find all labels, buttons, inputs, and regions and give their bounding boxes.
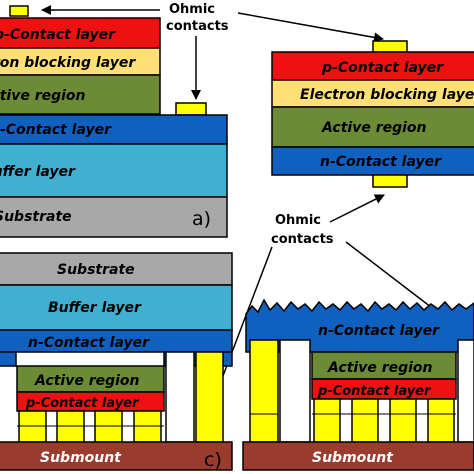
panel-c-n-pad: [195, 351, 224, 443]
panel-c-n-contact-label: n-Contact layer: [28, 335, 150, 351]
panel-d-right-gap: [457, 339, 474, 443]
panel-a-buffer-label: Buffer layer: [0, 164, 76, 180]
panel-c-p-contact-layer: [16, 391, 165, 412]
panel-d-submount-label: Submount: [312, 450, 394, 466]
panel-c-substrate: [0, 252, 233, 286]
panel-c-p-contact-label: p-Contact layer: [25, 396, 140, 411]
panel-d-bump-4: [427, 398, 455, 443]
arrow-to-panel-b-bottom-pad: [329, 194, 385, 223]
panel-c-n-contact-layer: [0, 329, 233, 353]
panel-d-n-pad: [249, 339, 279, 443]
panel-a-active-region: [0, 74, 161, 115]
panel-d: n-Contact layer Active region p-Contact …: [242, 298, 474, 471]
ohmic-top-line2: contacts: [166, 19, 229, 34]
panel-a-n-contact-label: n-Contact layer: [0, 122, 112, 138]
panel-c: Substrate Buffer layer n-Contact layer A…: [0, 252, 233, 471]
panel-c-substrate-label: Substrate: [57, 262, 135, 278]
panel-c-buffer-layer: [0, 284, 233, 331]
panel-a-electron-blocking-layer: [0, 47, 161, 76]
panel-b-top-pad: [372, 40, 408, 53]
ohmic-contacts-mid-annotation: Ohmic contacts: [208, 194, 474, 411]
panel-a-active-label: Active region: [0, 88, 86, 104]
panel-c-submount-label: Submount: [40, 450, 122, 466]
panel-c-n-contact-left-leg: [0, 351, 17, 367]
panel-c-gap-fill: [165, 351, 195, 443]
panel-a-contact-pad-2: [175, 102, 207, 116]
panel-a-n-contact-layer: [0, 114, 228, 145]
panel-a-electron-blocking-label: Electron blocking layer: [0, 55, 136, 71]
panel-c-submount: [0, 441, 233, 471]
ohmic-top-line1: Ohmic: [169, 2, 215, 17]
panel-b-n-contact-label: n-Contact layer: [320, 154, 442, 170]
panel-d-n-contact-label: n-Contact layer: [318, 323, 440, 339]
ohmic-mid-line1: Ohmic: [275, 213, 321, 228]
panel-b: p-Contact layer Electron blocking layer …: [271, 40, 474, 188]
panel-a-substrate-label: Substrate: [0, 209, 72, 225]
panel-b-bottom-pad: [372, 174, 408, 188]
panel-b-active-region: [271, 106, 474, 148]
panel-d-p-contact-label: p-Contact layer: [317, 384, 432, 399]
panel-d-active-label: Active region: [327, 360, 433, 376]
panel-a-substrate: [0, 196, 228, 238]
panel-d-gap-fill: [279, 339, 311, 443]
panel-a-buffer-layer: [0, 143, 228, 198]
panel-d-n-contact-layer: [245, 298, 474, 353]
panel-a-tag: a): [192, 208, 211, 230]
panel-b-active-label: Active region: [321, 120, 427, 136]
ohmic-contacts-top-annotation: Ohmic contacts: [41, 2, 384, 100]
panel-d-submount: [242, 441, 474, 471]
ohmic-mid-line2: contacts: [271, 232, 334, 247]
panel-d-bump-2: [351, 398, 379, 443]
panel-b-p-contact-layer: [271, 51, 474, 81]
panel-d-active-region: [311, 351, 457, 380]
panel-c-buffer-label: Buffer layer: [48, 300, 142, 316]
panel-a: p-Contact layer Electron blocking layer …: [0, 5, 228, 238]
panel-b-n-contact-layer: [271, 146, 474, 176]
panel-d-bump-3: [389, 398, 417, 443]
panel-c-active-region: [16, 365, 165, 393]
panel-c-active-label: Active region: [34, 373, 140, 389]
panel-b-p-contact-label: p-Contact layer: [321, 60, 444, 76]
panel-b-electron-blocking-layer: [271, 79, 474, 108]
panel-b-electron-blocking-label: Electron blocking layer: [300, 87, 474, 103]
panel-d-p-contact-layer: [311, 378, 457, 400]
panel-d-bump-1: [313, 398, 341, 443]
panel-c-tag: c): [204, 449, 222, 471]
arrow-to-panel-b-top-pad: [237, 12, 384, 43]
panel-a-p-contact-label: p-Contact layer: [0, 27, 116, 43]
panel-a-contact-pad: [9, 5, 29, 17]
panel-a-p-contact-layer: [0, 17, 161, 49]
